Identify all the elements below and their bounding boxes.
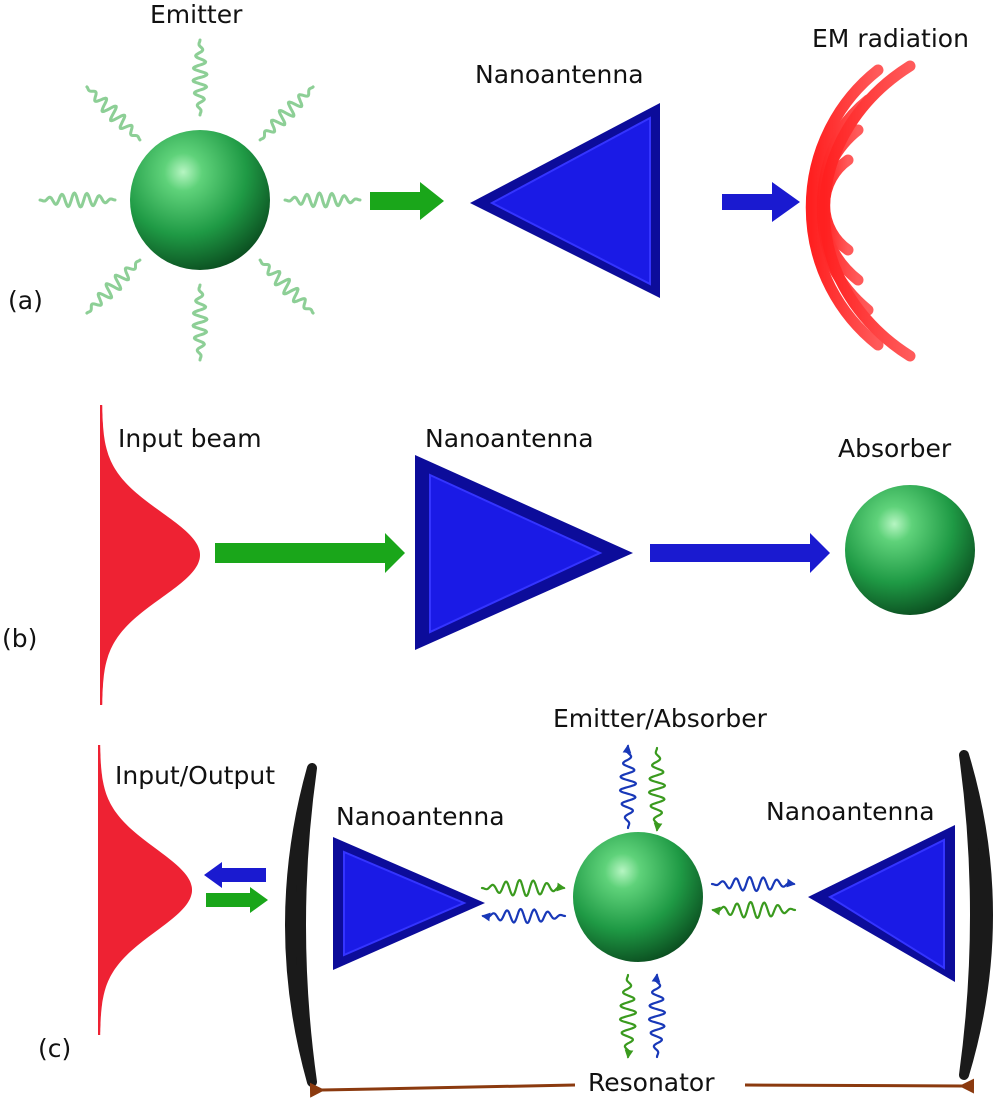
input-output-label: Input/Output: [115, 761, 275, 790]
emitter-label: Emitter: [150, 0, 243, 29]
wave-right-out: [710, 875, 796, 893]
panel-b-tag: (b): [2, 624, 38, 653]
emitter-sphere: [130, 130, 270, 270]
emitter-absorber-sphere: [573, 832, 703, 962]
wave-right-in: [711, 900, 797, 920]
em-radiation: [805, 60, 916, 362]
nanoantenna-b: [415, 455, 633, 650]
emitted-wave-6: [85, 85, 142, 142]
right-mirror: [959, 750, 993, 1080]
input-output-arrows: [204, 862, 268, 913]
input-output-beam: [98, 745, 192, 1035]
panel-c-wave-group: [480, 744, 797, 1059]
panel-a-wave-group: [38, 38, 362, 362]
panel-c-tag: (c): [38, 1034, 72, 1063]
wave-left-in: [480, 878, 566, 898]
nanoantenna-label-a: Nanoantenna: [475, 60, 644, 89]
emitted-wave-2: [258, 258, 315, 315]
blue-arrow-a: [722, 182, 800, 222]
wave-bottom-blue: [647, 973, 667, 1059]
emitted-wave-8: [258, 85, 315, 142]
nanoantenna-label-b: Nanoantenna: [425, 424, 594, 453]
emitted-wave-7: [191, 38, 209, 117]
wave-top-green: [647, 746, 667, 832]
nanoantenna-label-c-right: Nanoantenna: [766, 797, 935, 826]
wave-bottom-green: [618, 973, 638, 1059]
emitted-wave-1: [283, 191, 362, 209]
nanoantenna-a: [470, 103, 660, 298]
green-arrow-b: [215, 533, 405, 573]
emitter-absorber-label: Emitter/Absorber: [553, 704, 767, 733]
left-mirror: [285, 763, 317, 1087]
input-beam-label: Input beam: [118, 424, 262, 453]
absorber-sphere: [845, 485, 975, 615]
nanoantenna-label-c-left: Nanoantenna: [336, 802, 505, 831]
em-radiation-label: EM radiation: [812, 24, 969, 53]
emitted-wave-4: [85, 258, 142, 315]
resonator-label: Resonator: [588, 1068, 715, 1097]
resonator-arrow: [309, 1078, 975, 1098]
wave-left-out: [481, 907, 567, 925]
absorber-label: Absorber: [838, 434, 952, 463]
input-beam: [100, 405, 200, 705]
wave-top-blue: [618, 744, 638, 830]
nanoantenna-c-right: [808, 825, 955, 982]
blue-arrow-b: [650, 533, 830, 573]
nanoantenna-c-left: [333, 837, 485, 970]
panel-a-tag: (a): [8, 286, 43, 315]
emitted-wave-3: [191, 283, 209, 362]
emitted-wave-5: [38, 191, 117, 209]
green-arrow-a: [370, 182, 444, 220]
